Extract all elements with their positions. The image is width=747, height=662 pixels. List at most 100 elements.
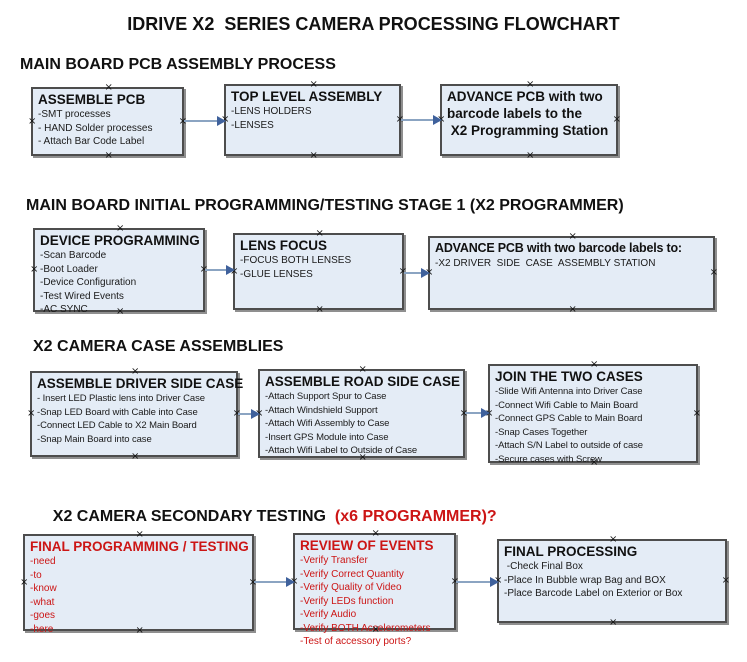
box-item-list: -Verify Transfer -Verify Correct Quantity… [300, 554, 449, 649]
box-item: -here [30, 623, 54, 635]
box-item: -know [30, 583, 57, 594]
box-title: FINAL PROCESSING [504, 544, 638, 559]
section-header-pcb-assembly: MAIN BOARD PCB ASSEMBLY PROCESS [20, 56, 336, 73]
box-item: -Connect LED Cable to X2 Main Board [37, 420, 197, 431]
box-item-list: -Scan Barcode-Boot Loader-Device Configu… [40, 249, 198, 317]
box-item-list: -SMT processes - HAND Solder processes - A… [38, 108, 177, 149]
box-title: ASSEMBLE ROAD SIDE CASE [265, 374, 461, 389]
box-item: -Slide Wifi Antenna into Driver Case [495, 386, 643, 397]
connection-handle-icon: × [309, 150, 318, 161]
box-item: -Device Configuration [40, 277, 137, 288]
box-item: -Connect Wifi Cable to Main Board [495, 399, 638, 411]
flow-box-review-of-events: × × × × REVIEW OF EVENTS -Verify Transfe… [290, 529, 459, 648]
box-item: -Verify Quality of Video [300, 582, 402, 593]
box-item: -Attach Wifi Label to Outside of Case [265, 445, 418, 456]
box-item: -FOCUS BOTH LENSES [240, 255, 352, 266]
box-title: ADVANCE PCB with two barcode labels to: [435, 241, 682, 255]
box-item: -Snap LED Board with Cable into Case [37, 406, 198, 418]
arrow-head-icon [251, 409, 260, 419]
connection-handle-icon: × [568, 304, 577, 315]
connection-handle-icon: × [131, 451, 140, 462]
section-header-black-text: X2 CAMERA SECONDARY TESTING [52, 508, 331, 525]
connection-handle-icon: × [692, 407, 701, 419]
connection-handle-icon: × [315, 304, 324, 315]
box-title: ASSEMBLE PCB [38, 92, 146, 107]
connection-handle-icon: × [28, 115, 37, 127]
connector-arrow [456, 577, 499, 587]
box-item: -X2 DRIVER SIDE CASE ASSEMBLY STATION [435, 258, 656, 269]
connection-handle-icon: × [30, 264, 39, 275]
box-item: -GLUE LENSES [240, 268, 313, 280]
box-item: -Attach Wifi Assembly to Case [265, 418, 390, 429]
section-header-red-text: (x6 PROGRAMMER)? [330, 508, 497, 525]
box-item-list: -FOCUS BOTH LENSES -GLUE LENSES [240, 254, 397, 281]
box-item: -LENSES [231, 119, 274, 131]
connector-arrow [205, 265, 235, 275]
arrow-head-icon [217, 116, 226, 126]
box-item: -SMT processes [38, 109, 111, 120]
flow-box-final-programming-testing: × × × × FINAL PROGRAMMING / TESTING -nee… [20, 530, 257, 636]
arrow-head-icon [433, 115, 442, 125]
box-item: -Attach Windshield Support [265, 404, 378, 416]
box-item: -Verify BOTH Accelerometers [300, 622, 431, 634]
box-item-list: -Check Final Box-Place In Bubble wrap Ba… [504, 560, 720, 601]
box-item: -Verify Audio [300, 609, 357, 620]
box-item: - HAND Solder processes [38, 122, 153, 134]
box-item: -AC SYNC [40, 304, 88, 315]
box-item: -need [30, 556, 56, 567]
box-item: - Attach Bar Code Label [38, 136, 145, 147]
arrow-head-icon [421, 268, 430, 278]
arrow-head-icon [226, 265, 235, 275]
box-title: JOIN THE TWO CASES [495, 369, 643, 384]
box-title: ADVANCE PCB with two barcode labels to t… [447, 89, 609, 138]
page-title: IDRIVE X2 SERIES CAMERA PROCESSING FLOWC… [127, 14, 620, 34]
box-item-list: -Slide Wifi Antenna into Driver Case -Con… [495, 385, 691, 466]
flow-box-assemble-driver-side-case: × × × × ASSEMBLE DRIVER SIDE CASE - Inse… [27, 367, 244, 462]
box-item: -Verify Correct Quantity [300, 568, 404, 580]
box-item: -Connect GPS Cable to Main Board [495, 413, 643, 424]
box-item: -Snap Main Board into case [37, 433, 152, 445]
box-title: LENS FOCUS [240, 238, 328, 253]
connector-arrow [184, 116, 226, 126]
box-item: -Insert GPS Module into Case [265, 431, 389, 443]
box-title: REVIEW OF EVENTS [300, 538, 434, 553]
connection-handle-icon: × [526, 150, 535, 161]
connector-arrow [465, 408, 490, 418]
flow-box-assemble-road-side-case: × × × × ASSEMBLE ROAD SIDE CASE -Attach … [255, 365, 468, 463]
box-title: ASSEMBLE DRIVER SIDE CASE [37, 376, 244, 391]
box-item: -Test Wired Events [40, 290, 124, 302]
box-title: TOP LEVEL ASSEMBLY [231, 89, 383, 104]
box-item: -Place Barcode Label on Exterior or Box [504, 588, 683, 599]
box-item-list: - Insert LED Plastic lens into Driver Ca… [37, 392, 231, 446]
section-header-initial-programming: MAIN BOARD INITIAL PROGRAMMING/TESTING S… [26, 197, 624, 214]
box-item: -LENS HOLDERS [231, 106, 312, 117]
box-item: -to [30, 569, 42, 581]
connection-handle-icon: × [27, 408, 36, 419]
box-item: -Scan Barcode [40, 250, 107, 261]
section-header-secondary-testing: X2 CAMERA SECONDARY TESTING (x6 PROGRAMM… [35, 490, 497, 544]
connection-handle-icon: × [721, 575, 730, 586]
box-item-list: -X2 DRIVER SIDE CASE ASSEMBLY STATION [435, 257, 708, 271]
box-item: -Attach Support Spur to Case [265, 391, 387, 402]
arrow-head-icon [286, 577, 295, 587]
flow-box-final-processing: × × × × FINAL PROCESSING -Check Final Bo… [494, 535, 730, 628]
connector-arrow [404, 268, 430, 278]
box-item-list: -Attach Support Spur to Case -Attach Wind… [265, 390, 458, 458]
flow-box-lens-focus: × × × × LENS FOCUS -FOCUS BOTH LENSES-GL… [230, 229, 407, 315]
box-item: -Snap Cases Together [495, 426, 588, 438]
box-item: -Verify Transfer [300, 555, 368, 566]
connection-handle-icon: × [104, 150, 113, 161]
box-item: -goes [30, 610, 56, 621]
flow-box-advance-pcb-driver-side-station: × × × × ADVANCE PCB with two barcode lab… [425, 232, 718, 315]
box-title: FINAL PROGRAMMING / TESTING [30, 539, 249, 554]
box-title: DEVICE PROGRAMMING [40, 233, 200, 248]
connector-arrow [401, 115, 442, 125]
box-item: -Secure cases with Screw [495, 453, 602, 465]
connector-arrow [238, 409, 260, 419]
box-item-list: -need-to-know-what-goes-here [30, 555, 247, 636]
flow-box-device-programming: × × × × DEVICE PROGRAMMING -Scan Barcode… [30, 224, 208, 317]
box-item: -Place In Bubble wrap Bag and BOX [504, 574, 666, 586]
section-header-case-assemblies: X2 CAMERA CASE ASSEMBLIES [33, 338, 284, 355]
box-item: -Verify LEDs function [300, 595, 394, 607]
